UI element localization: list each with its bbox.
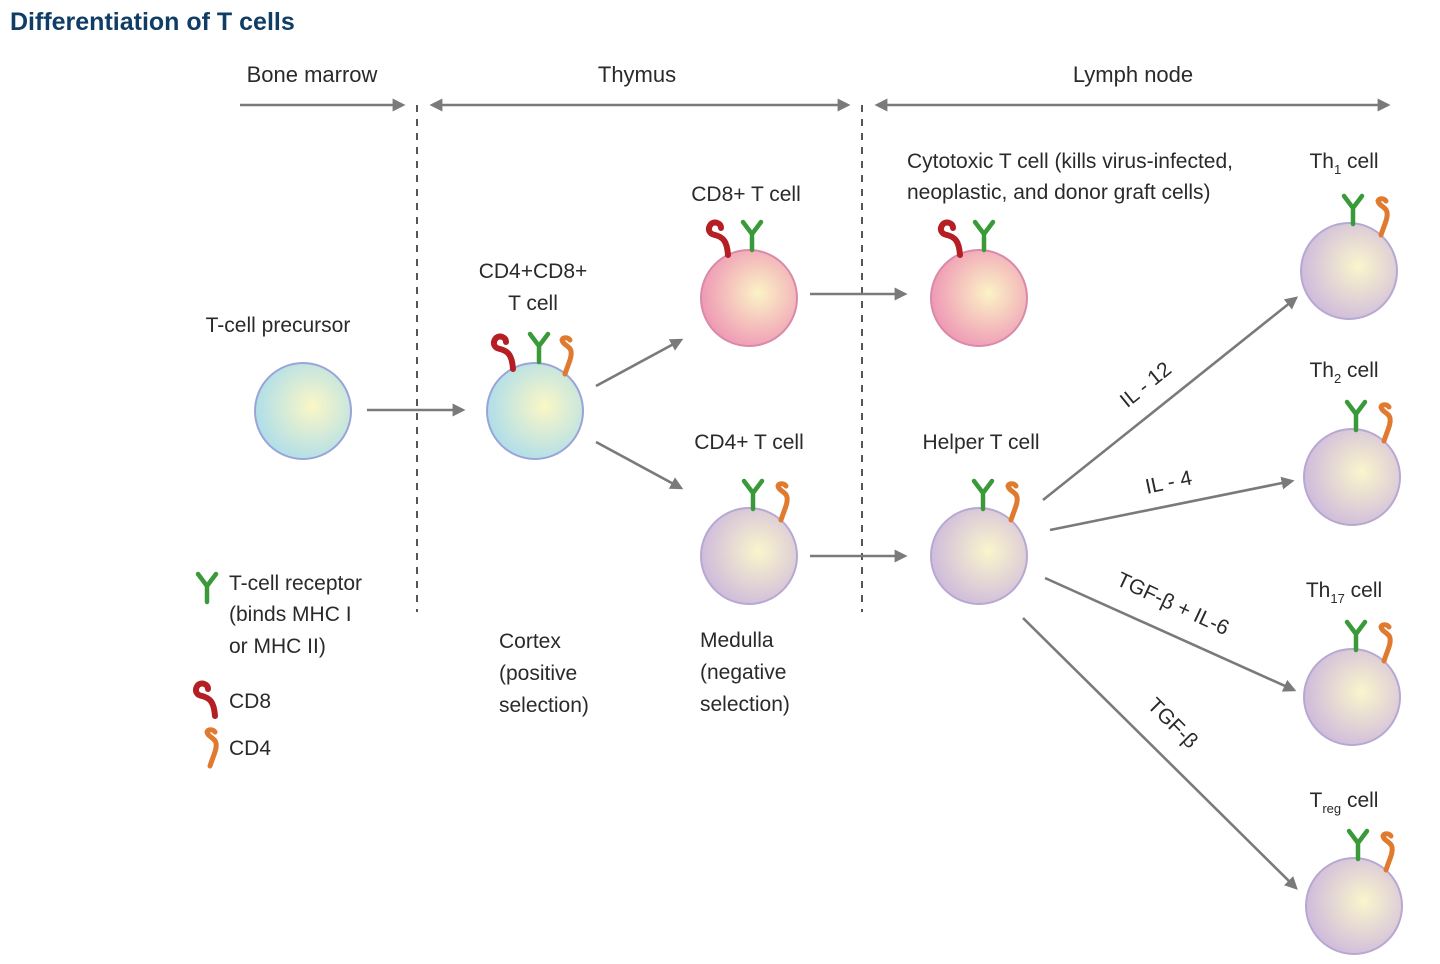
legend-cd4-icon — [207, 730, 216, 766]
cd4-icon — [1008, 484, 1017, 520]
cd4-icon — [778, 484, 787, 520]
cell-treg — [1305, 857, 1403, 955]
tcr-icon — [974, 481, 992, 509]
label-cd4-t-cell: CD4+ T cell — [694, 431, 804, 454]
cd8-icon — [494, 337, 513, 369]
label-cortex-line1: Cortex — [499, 630, 561, 653]
arrow-to-cd4 — [595, 440, 684, 490]
label-treg-cell: Treg cell — [1310, 789, 1379, 816]
legend-cd8-label: CD8 — [229, 690, 271, 713]
cd8-icon — [941, 223, 960, 255]
cell-th2 — [1303, 428, 1401, 526]
cd4-icon — [562, 338, 571, 374]
cell-th1 — [1300, 222, 1398, 320]
label-cortex-line2: (positive — [499, 662, 577, 685]
cytokine-tgfb-il6: TGF-β + IL-6 — [1113, 568, 1233, 640]
label-cytotoxic-line1: Cytotoxic T cell (kills virus-infected, — [907, 150, 1233, 173]
cd4-icon — [1383, 834, 1392, 870]
tcr-icon — [744, 481, 762, 509]
region-lymph-node: Lymph node — [1073, 62, 1193, 87]
cd4-icon — [1381, 625, 1390, 661]
arrow-helper-to-th1 — [1042, 296, 1299, 502]
tcr-icon — [743, 222, 761, 250]
diagram-title: Differentiation of T cells — [10, 8, 295, 36]
tcr-icon — [975, 222, 993, 250]
arrow-helper-to-treg — [1022, 617, 1298, 890]
legend-tcr-line1: T-cell receptor — [229, 572, 362, 595]
label-th2-cell: Th2 cell — [1309, 359, 1378, 386]
cell-cd8-t-cell — [700, 249, 798, 347]
cd4-icon — [1378, 199, 1387, 235]
label-t-cell-precursor: T-cell precursor — [206, 314, 351, 337]
label-double-positive-line2: T cell — [508, 292, 558, 315]
cell-cytotoxic-t-cell — [930, 249, 1028, 347]
label-medulla-line2: (negative — [700, 661, 786, 684]
legend-cd4-label: CD4 — [229, 737, 271, 760]
label-medulla-line1: Medulla — [700, 629, 774, 652]
cytokine-il12: IL - 12 — [1116, 358, 1176, 413]
legend-cd8-icon — [196, 684, 215, 716]
label-cortex-line3: selection) — [499, 694, 589, 717]
tcr-icon — [1349, 831, 1367, 859]
arrow-helper-to-th17 — [1044, 576, 1297, 692]
cell-cd4-t-cell — [700, 507, 798, 605]
legend-tcr-icon — [198, 574, 216, 602]
cell-t-cell-precursor — [254, 362, 352, 460]
legend-tcr-line2: (binds MHC I — [229, 603, 352, 626]
tcr-icon — [1344, 196, 1362, 224]
label-th17-cell: Th17 cell — [1306, 579, 1382, 606]
label-helper-t-cell: Helper T cell — [922, 431, 1039, 454]
region-bone-marrow: Bone marrow — [247, 62, 378, 87]
region-thymus: Thymus — [598, 62, 676, 87]
cell-helper-t-cell — [930, 507, 1028, 605]
label-cd8-t-cell: CD8+ T cell — [691, 183, 801, 206]
cell-th17 — [1303, 648, 1401, 746]
label-cytotoxic-line2: neoplastic, and donor graft cells) — [907, 181, 1211, 204]
tcr-icon — [1347, 622, 1365, 650]
arrow-to-cd8 — [595, 338, 684, 388]
tcr-icon — [1347, 402, 1365, 430]
tcr-icon — [530, 334, 548, 362]
cd4-icon — [1381, 405, 1390, 441]
label-double-positive-line1: CD4+CD8+ — [479, 260, 588, 283]
label-th1-cell: Th1 cell — [1309, 150, 1378, 177]
label-medulla-line3: selection) — [700, 693, 790, 716]
cytokine-il4: IL - 4 — [1143, 466, 1194, 498]
legend-tcr-line3: or MHC II) — [229, 635, 326, 658]
cd8-icon — [709, 223, 728, 255]
cell-double-positive — [486, 362, 584, 460]
arrow-helper-to-th2 — [1049, 476, 1295, 532]
